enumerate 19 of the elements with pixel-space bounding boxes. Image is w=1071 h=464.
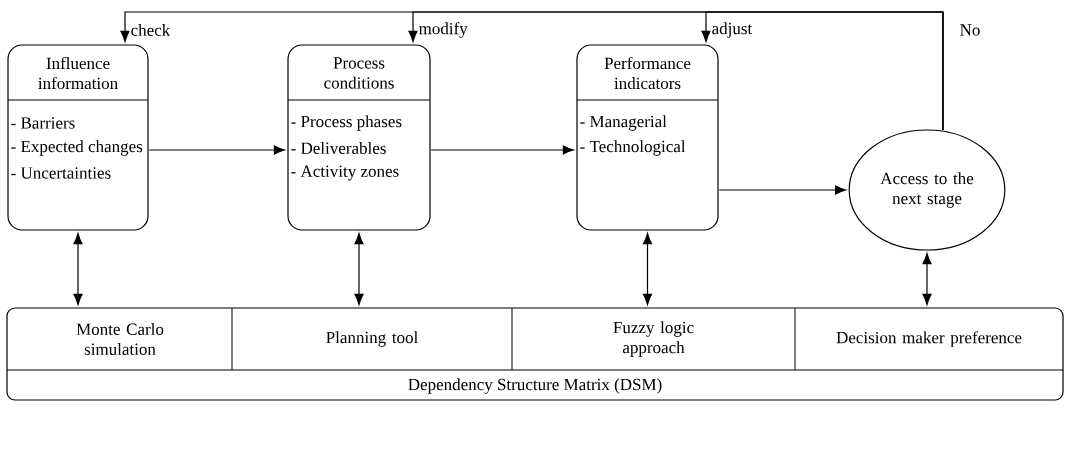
arrow <box>148 145 285 155</box>
arrow <box>430 145 574 155</box>
arrow <box>922 253 932 305</box>
edge-label: adjust <box>710 21 754 39</box>
edge-label: check <box>129 23 172 37</box>
arrow <box>701 11 944 131</box>
tool-cell: Decision maker preference <box>836 331 1022 347</box>
arrow <box>642 233 653 305</box>
tool-cell: Planning tool <box>326 331 418 347</box>
arrow <box>354 233 364 305</box>
branch-label: No <box>960 24 980 36</box>
arrow <box>718 185 847 195</box>
process-box: Performance indicators - Managerial - Technological <box>576 44 719 231</box>
edge-label: modify <box>417 21 469 39</box>
arrow <box>73 233 83 305</box>
process-box: Process conditions - Process phases - Deliverables - Activity zones <box>287 44 431 231</box>
process-box: Influence information - Barriers - Expected changes - Uncertainties <box>7 44 149 231</box>
tool-cell: Fuzzy logic approach <box>613 321 694 357</box>
tool-cell: Monte Carlo simulation <box>76 323 164 355</box>
